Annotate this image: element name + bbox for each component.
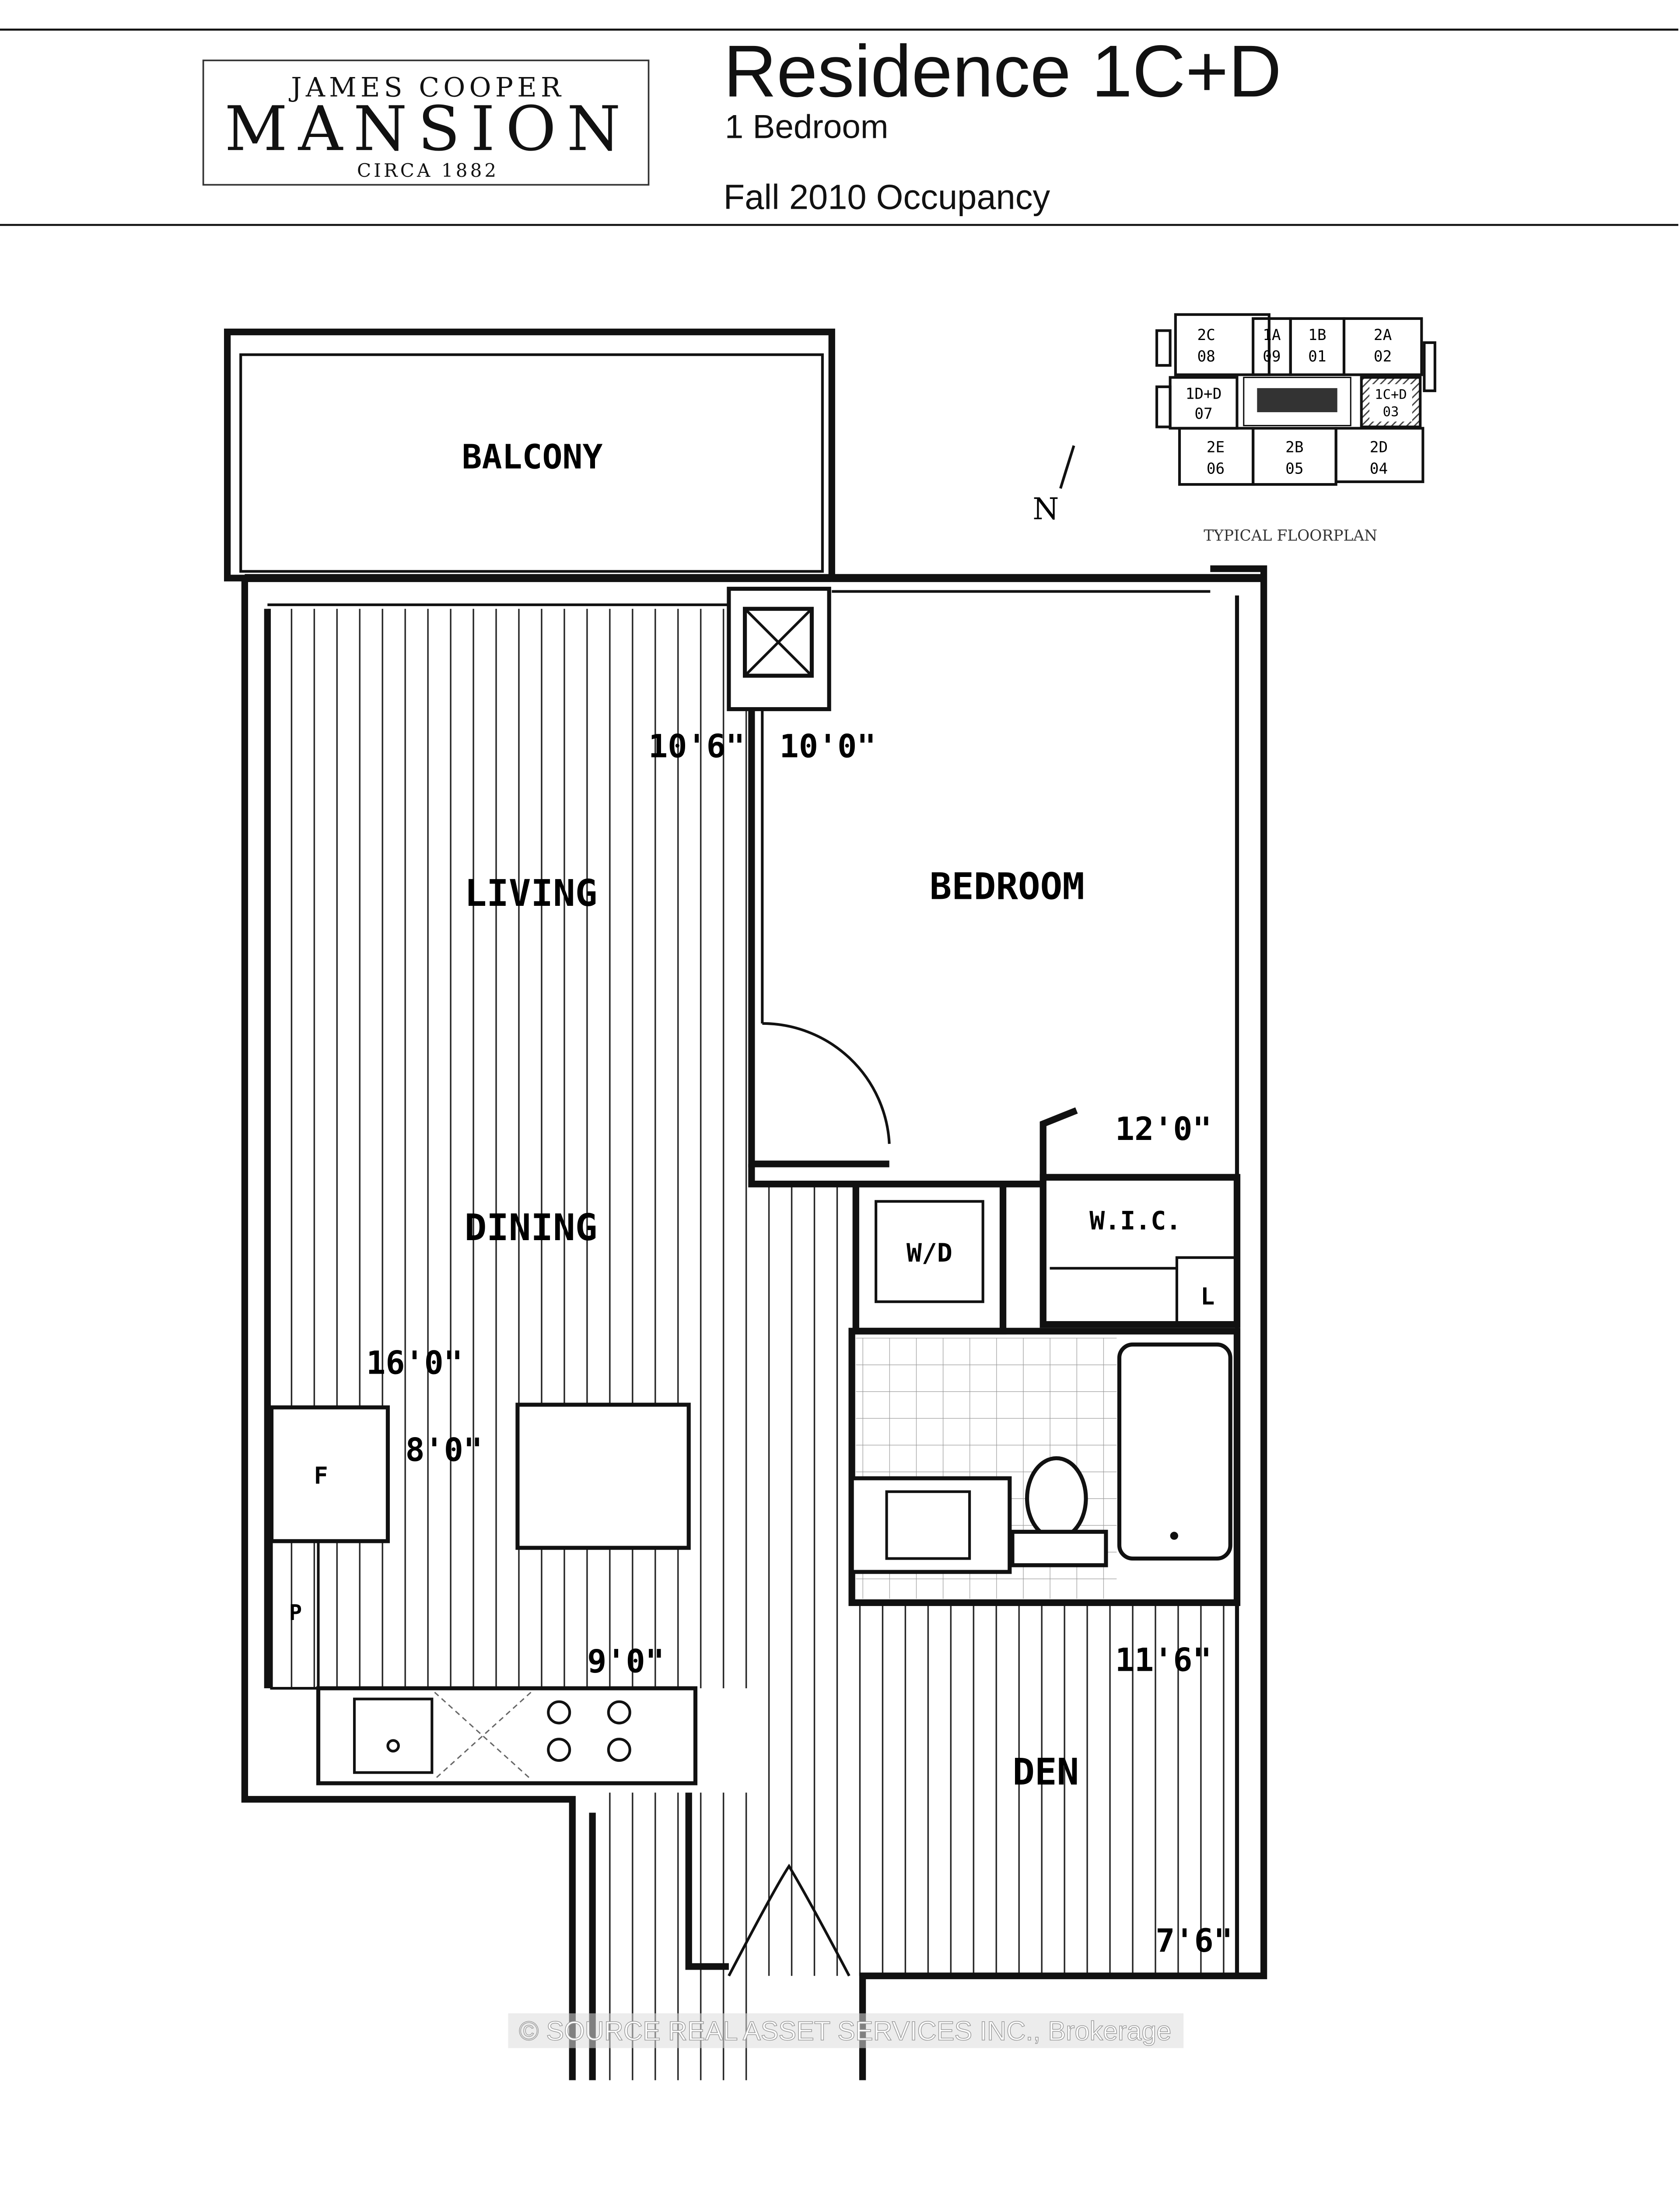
compass-label: N [1032,491,1059,526]
keyplan-unit-number: 08 [1197,348,1215,365]
pantry: P [270,1539,320,1690]
keyplan-unit-type: 1A [1263,326,1281,344]
keyplan-unit-type: 2C [1197,326,1215,344]
pantry-label: P [289,1600,302,1625]
keyplan-unit-number: 06 [1207,460,1225,478]
dim-bedroom-width: 10'0" [780,728,876,765]
keyplan-unit-type-highlighted: 1C+D [1375,387,1407,402]
living-label: LIVING [465,872,598,915]
unit-subtitle: 1 Bedroom [725,108,889,145]
keyplan-caption: TYPICAL FLOORPLAN [1204,527,1377,544]
toilet [1010,1456,1108,1567]
washer-dryer: W/D [875,1200,984,1303]
keyplan-unit-type: 2D [1370,439,1388,456]
keyplan-unit-number: 02 [1374,348,1392,365]
mechanical-shaft [727,586,831,712]
keyplan-unit-number: 01 [1308,348,1326,365]
linen-label: L [1200,1283,1214,1310]
dim-living-width: 10'6" [648,728,745,765]
keyplan-unit-number: 07 [1194,405,1212,423]
brand-logo: JAMES COOPER MANSION CIRCA 1882 [202,60,650,186]
north-arrow-icon: N [1032,445,1075,526]
bathtub [1117,1342,1232,1561]
wic-label: W.I.C. [1089,1206,1181,1236]
watermark-band [508,2013,1184,2048]
dim-bedroom-length: 12'0" [1115,1111,1212,1148]
vanity [850,1476,1012,1574]
dim-dining-width: 8'0" [405,1431,483,1469]
dim-living-length: 16'0" [366,1345,463,1382]
laundry-label: W/D [906,1238,952,1268]
page-title: Residence 1C+D [724,30,1282,112]
logo-line2: MANSION [224,93,631,165]
sheet-content: JAMES COOPER MANSION CIRCA 1882 Residenc… [0,28,1679,2080]
kitchen-counter [316,1686,698,1785]
keyplan-unit-number-highlighted: 03 [1383,404,1399,420]
keyplan-unit-type: 2A [1374,326,1392,344]
keyplan-unit-type: 1B [1308,326,1326,344]
keyplan-unit-type: 1D+D [1186,385,1222,403]
den-floor [852,1602,1237,1976]
den-label: DEN [1012,1750,1079,1793]
watermark-text: © SOURCE REAL ASSET SERVICES INC., Broke… [519,2016,1171,2046]
dining-label: DINING [465,1206,598,1249]
fridge-label: F [314,1462,328,1489]
keyplan-unit-number: 05 [1285,460,1303,478]
keyplan-unit-number: 04 [1370,460,1388,478]
keyplan-unit-type: 2B [1285,439,1303,456]
balcony: BALCONY [224,328,835,582]
fridge: F [269,1405,390,1543]
logo-line1: JAMES COOPER [288,72,565,103]
keyplan: 2C 08 1A 09 1B 01 2A 02 1D+D 07 1C+D 03 … [1155,313,1436,544]
dim-den-length: 11'6" [1115,1641,1212,1679]
unit-walls [241,565,1267,2080]
bedroom-label: BEDROOM [930,865,1085,908]
dim-kitchen-width: 9'0" [587,1643,665,1680]
kitchen-island [515,1403,691,1550]
floorplan-sheet: JAMES COOPER MANSION CIRCA 1882 Residenc… [0,28,1679,2080]
hall-floor [751,1184,852,1976]
keyplan-unit-type: 2E [1207,439,1225,456]
logo-line3: CIRCA 1882 [357,160,499,181]
balcony-label: BALCONY [462,438,603,477]
keyplan-unit-number: 09 [1263,348,1281,365]
occupancy-text: Fall 2010 Occupancy [724,177,1050,216]
dim-den-width: 7'6" [1155,1922,1233,1960]
